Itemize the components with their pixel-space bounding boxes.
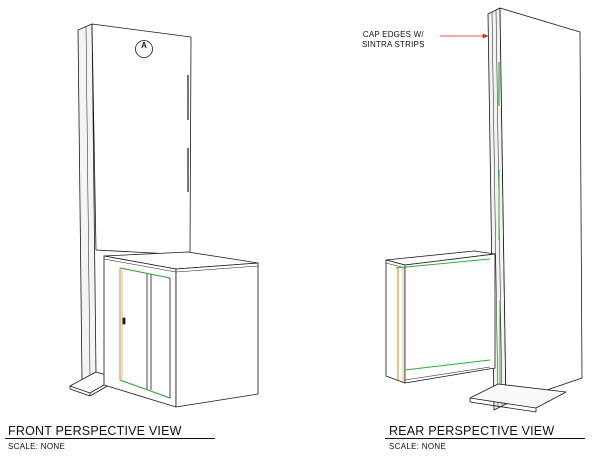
rear-counter-inner (404, 253, 496, 384)
rear-view-scale: SCALE: NONE (389, 442, 447, 451)
callout-line-2: SINTRA STRIPS (362, 40, 425, 49)
rear-counter-face (385, 259, 406, 384)
rear-base-plate (469, 383, 567, 409)
rear-panel-face (499, 7, 583, 405)
front-view-title: FRONT PERSPECTIVE VIEW (8, 424, 182, 438)
rear-title-underline (385, 438, 585, 439)
front-panel-face (91, 23, 192, 256)
front-tag-circle (135, 40, 153, 58)
front-counter-side (175, 262, 259, 408)
rear-perspective-drawing (385, 7, 583, 413)
front-perspective-drawing (69, 23, 259, 408)
front-tag-letter: A (141, 41, 147, 50)
front-counter-opening (119, 267, 171, 399)
rear-callout-text: CAP EDGES W/ SINTRA STRIPS (362, 30, 425, 50)
callout-line-1: CAP EDGES W/ (362, 30, 424, 39)
rear-view-title: REAR PERSPECTIVE VIEW (389, 424, 555, 438)
front-view-scale: SCALE: NONE (8, 442, 66, 451)
front-title-underline (5, 438, 215, 439)
